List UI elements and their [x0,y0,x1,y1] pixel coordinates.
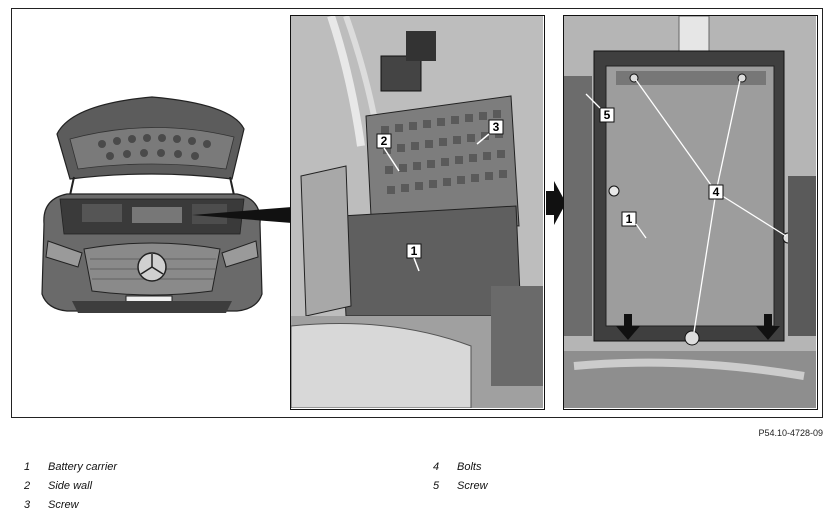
figure-reference: P54.10-4728-09 [758,428,823,438]
callout-2: 2 [381,134,388,148]
legend-item: 1 Battery carrier [24,461,118,473]
legend-item: 2 Side wall [24,480,93,492]
detail-panel-battery-carrier: 4 1 5 [563,15,818,410]
callout-1-middle: 1 [411,244,418,258]
callout-4: 4 [713,185,720,199]
legend-item: 5 Screw [433,480,488,492]
arrow-right-icon [546,181,566,225]
figure-frame: 2 3 1 [11,8,823,418]
callout-5: 5 [604,108,611,122]
callout-3: 3 [493,120,500,134]
car-front-view [12,9,292,417]
legend-left: 1 Battery carrier 2 Side wall 3 Screw [14,461,117,518]
legend-item: 3 Screw [24,499,79,511]
legend-item: 4 Bolts [433,461,482,473]
legend-right: 4 Bolts 5 Screw [423,461,488,499]
detail-panel-side-wall: 2 3 1 [290,15,545,410]
callout-1-right: 1 [626,212,633,226]
